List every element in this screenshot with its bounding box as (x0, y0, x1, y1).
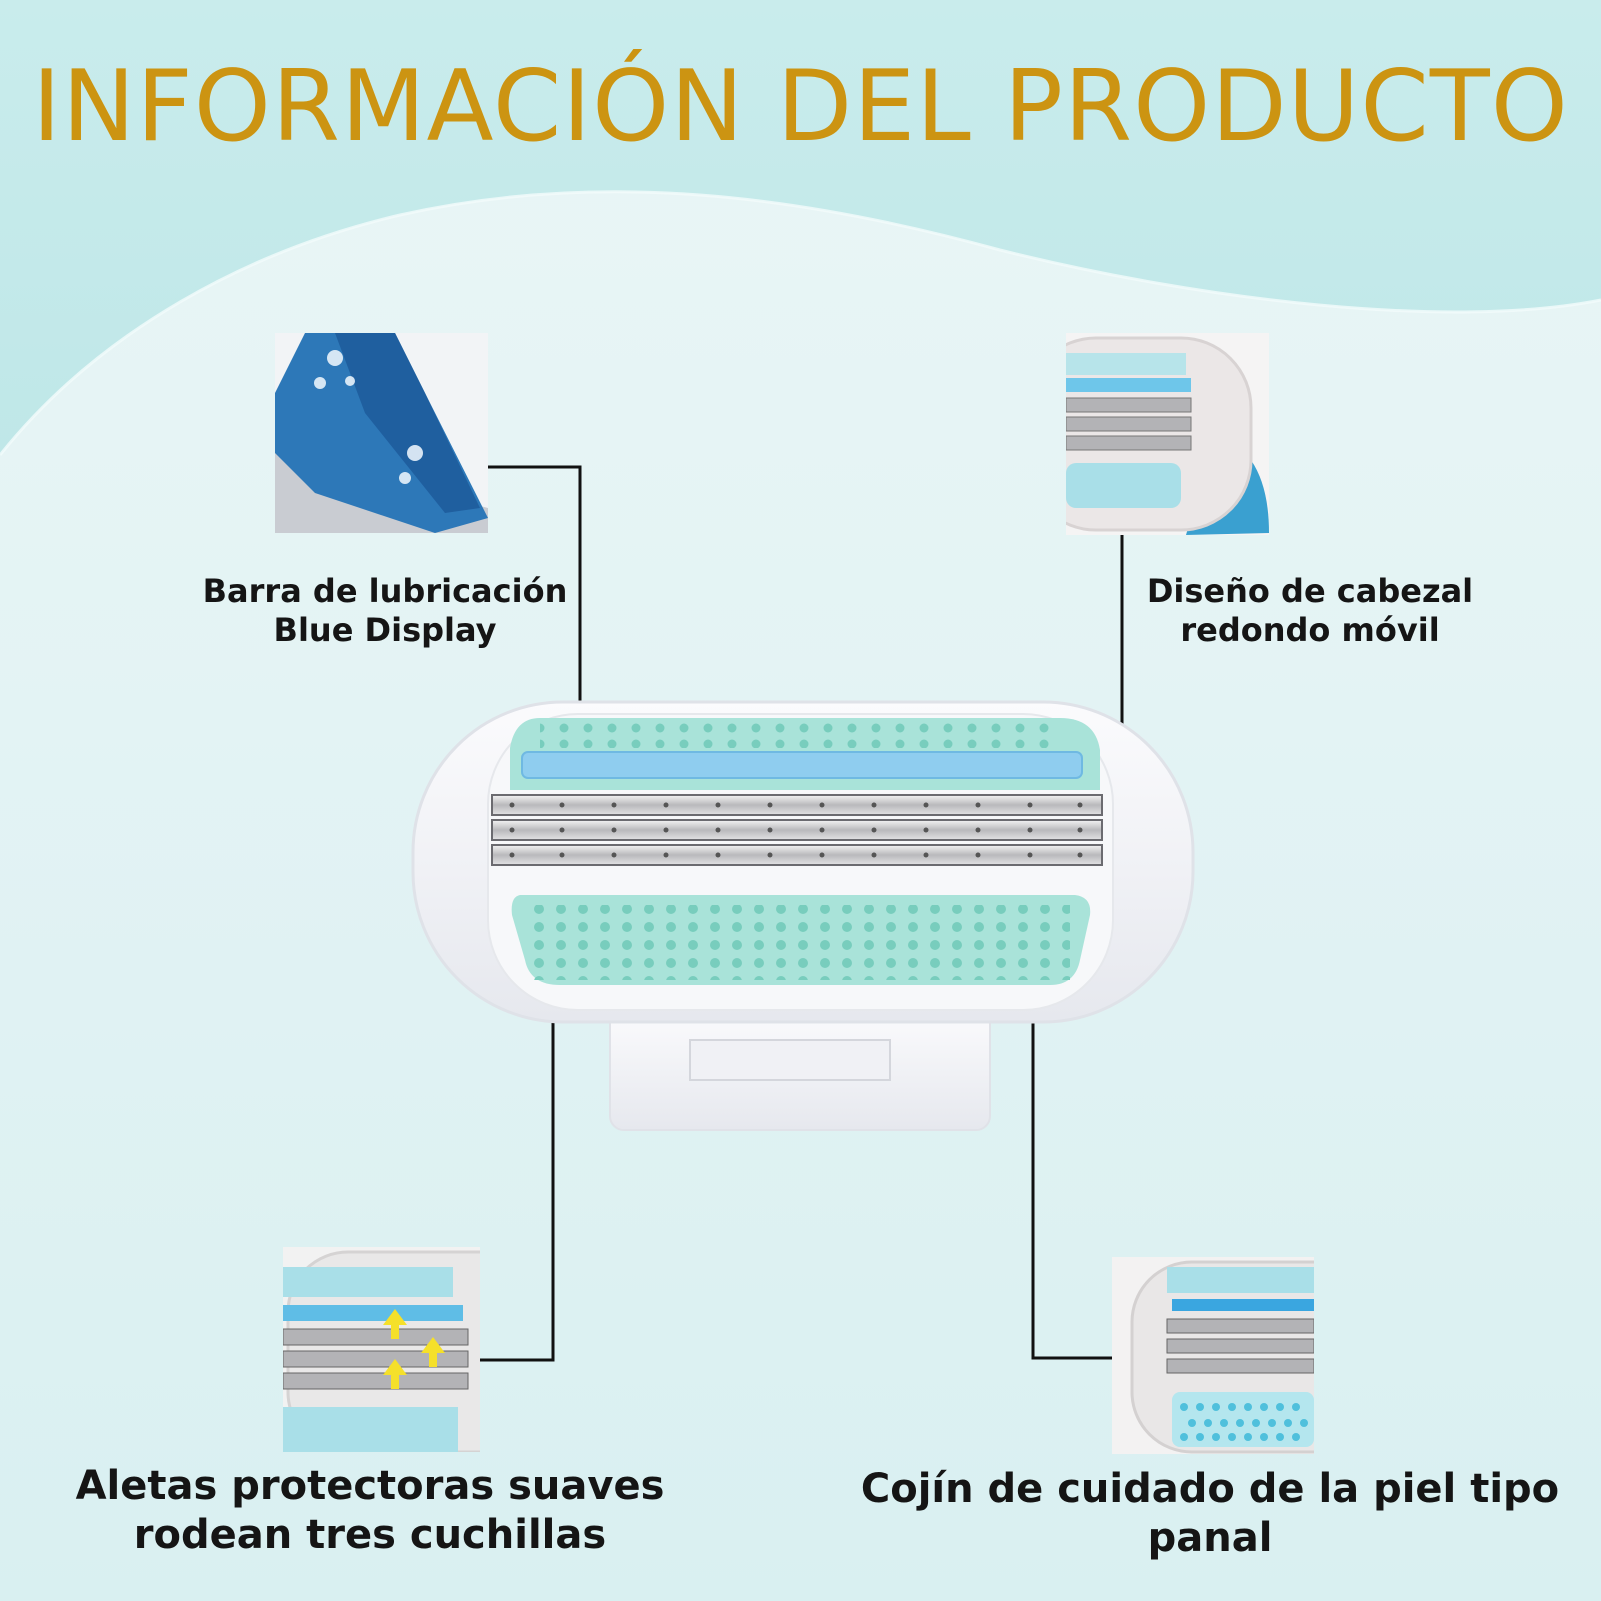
feature-label-line: panal (1147, 1514, 1273, 1561)
feature-label-line: Cojín de cuidado de la piel tipo (860, 1466, 1560, 1512)
round-head-closeup-image (1066, 333, 1269, 535)
page-title: INFORMACIÓN DEL PRODUCTO (32, 50, 1569, 164)
arrow-icon (383, 1309, 407, 1339)
lubrication-bar-closeup-image (275, 333, 488, 533)
feature-label-honeycomb-cushion: Cojín de cuidado de la piel tipo panal (840, 1465, 1580, 1563)
feature-label-line: Aletas protectoras suaves (75, 1463, 665, 1509)
honeycomb-cushion-closeup-image (1112, 1257, 1314, 1454)
feature-label-line: Blue Display (273, 611, 497, 650)
arrow-icon (383, 1359, 407, 1389)
feature-label-round-head: Diseño de cabezal redondo móvil (1120, 572, 1500, 650)
feature-label-line: Diseño de cabezal (1146, 572, 1474, 610)
arrow-icon (421, 1337, 445, 1367)
feature-label-protective-fins: Aletas protectoras suaves rodean tres cu… (50, 1462, 690, 1560)
feature-label-line: Barra de lubricación (202, 572, 568, 610)
feature-label-line: rodean tres cuchillas (133, 1511, 607, 1558)
feature-label-line: redondo móvil (1180, 611, 1440, 650)
feature-label-lubrication-bar: Barra de lubricación Blue Display (190, 572, 580, 650)
protective-fins-closeup-image (283, 1247, 480, 1452)
